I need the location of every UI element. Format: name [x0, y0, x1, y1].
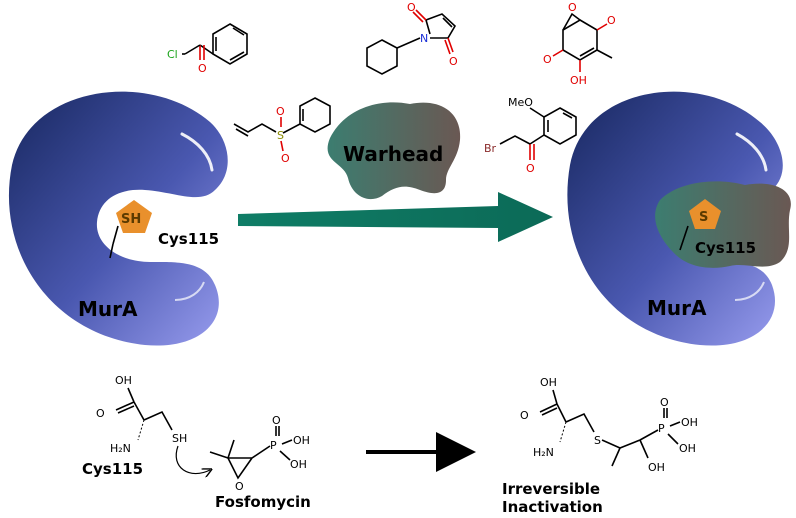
n-atom: N — [420, 32, 428, 45]
oh-atom: OH — [648, 461, 665, 474]
fosfomycin-structure: O P O OH OH Fosfomycin — [209, 414, 311, 511]
warhead-label: Warhead — [343, 142, 443, 166]
mura-protein-right — [567, 91, 791, 346]
o-atom: O — [526, 162, 535, 175]
molecule-epoxyquinone: O O O OH — [543, 1, 616, 87]
o-atom: O — [272, 414, 281, 427]
reaction-arrow-main — [238, 192, 553, 242]
oh-atom: OH — [293, 434, 310, 447]
o-atom: O — [281, 152, 290, 165]
molecule-phenylvinylsulfone: S O O — [233, 97, 331, 165]
o-atom: O — [96, 407, 105, 420]
cys115-label-right: Cys115 — [695, 239, 756, 257]
s-atom: S — [594, 434, 601, 447]
cysteine-thiol-right: S — [679, 199, 721, 251]
o-atom: O — [449, 55, 458, 68]
o-atom: O — [520, 409, 529, 422]
o-atom: O — [543, 53, 552, 66]
oh-atom: OH — [681, 416, 698, 429]
molecule-bromoacetophenone: MeO O Br — [484, 96, 577, 175]
oh-atom: OH — [570, 74, 587, 87]
irreversible-label: Irreversible — [502, 480, 600, 498]
h2n-atom: H₂N — [110, 442, 131, 455]
mura-label-right: MurA — [647, 296, 707, 320]
meo-atom: MeO — [508, 96, 533, 109]
cysteine-thiol-left: SH — [109, 200, 152, 259]
molecule-cyclohexylmaleimide: N O O — [366, 1, 458, 75]
o-atom: O — [407, 1, 416, 14]
h2n-atom: H₂N — [533, 446, 554, 459]
sh-label: SH — [121, 212, 141, 227]
oh-atom: OH — [290, 458, 307, 471]
cysteine-structure-bottom: OH O H₂N SH Cys115 — [82, 374, 210, 478]
cys115-label-left: Cys115 — [158, 230, 219, 248]
o-atom: O — [198, 62, 207, 75]
adduct-structure: OH O H₂N S OH P O OH OH Irreversible Ina… — [502, 376, 698, 516]
o-atom: O — [660, 396, 669, 409]
mura-protein-left — [8, 91, 228, 346]
o-atom: O — [276, 105, 285, 118]
p-atom: P — [270, 439, 277, 452]
br-atom: Br — [484, 142, 497, 155]
sh-atom: SH — [172, 432, 187, 445]
warhead-shape: Warhead — [327, 102, 461, 200]
p-atom: P — [658, 422, 665, 435]
mura-label-left: MurA — [78, 297, 138, 321]
cys115-label-bottom: Cys115 — [82, 460, 143, 478]
oh-atom: OH — [115, 374, 132, 387]
molecule-chloroacetophenone: Cl O — [167, 23, 248, 75]
oh-atom: OH — [679, 442, 696, 455]
o-atom: O — [607, 14, 616, 27]
inactivation-label: Inactivation — [502, 498, 603, 516]
fosfomycin-label: Fosfomycin — [215, 493, 311, 511]
s-label: S — [699, 210, 708, 225]
oh-atom: OH — [540, 376, 557, 389]
o-atom: O — [568, 1, 577, 14]
o-atom: O — [235, 480, 244, 493]
cl-atom: Cl — [167, 48, 178, 61]
s-atom: S — [277, 129, 284, 142]
